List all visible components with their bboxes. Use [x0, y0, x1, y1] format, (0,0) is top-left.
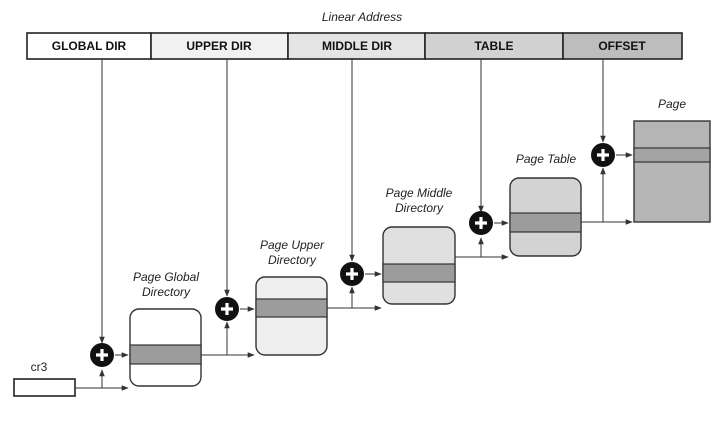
pmd-entry: [382, 263, 456, 283]
field-offset-box: [562, 32, 683, 60]
adders: [90, 143, 615, 367]
linear-address-bar: GLOBAL DIR UPPER DIR MIDDLE DIR TABLE OF…: [26, 32, 683, 60]
plus-circle-icon: [90, 343, 114, 367]
cr3-label: cr3: [31, 360, 48, 374]
pud-label-line1: Page Upper: [260, 238, 325, 252]
field-table-label: TABLE: [474, 39, 513, 53]
page-global-directory: [129, 308, 202, 387]
field-middle-dir-box: [287, 32, 426, 60]
plus-circle-icon: [340, 262, 364, 286]
pmd-label-line2: Directory: [395, 201, 444, 215]
field-arrows: [99, 59, 606, 344]
page-frame: [633, 120, 711, 223]
plus-circle-icon: [215, 297, 239, 321]
field-middle-dir-label: MIDDLE DIR: [322, 39, 392, 53]
cr3-register: [13, 378, 76, 397]
plus-circle-icon: [469, 211, 493, 235]
field-upper-dir-label: UPPER DIR: [186, 39, 252, 53]
pud-label-line2: Directory: [268, 253, 317, 267]
page-table: [509, 177, 582, 257]
chain-paths: [115, 152, 633, 358]
page-upper-directory: [255, 276, 328, 356]
pgd-entry: [129, 344, 202, 365]
pgd-label-line2: Directory: [142, 285, 191, 299]
diagram-title: Linear Address: [322, 10, 402, 24]
field-offset-label: OFFSET: [598, 39, 646, 53]
page-label: Page: [658, 97, 686, 111]
pgd-label-line1: Page Global: [133, 270, 199, 284]
page-middle-directory: [382, 226, 456, 305]
pt-label-line1: Page Table: [516, 152, 577, 166]
pmd-label-line1: Page Middle: [386, 186, 453, 200]
pud-entry: [255, 298, 328, 318]
page-entry: [633, 147, 711, 163]
field-global-dir-box: [26, 32, 152, 60]
cr3-paths: [75, 369, 129, 391]
plus-circle-icon: [591, 143, 615, 167]
field-global-dir-label: GLOBAL DIR: [52, 39, 127, 53]
field-upper-dir-box: [150, 32, 289, 60]
pt-entry: [509, 212, 582, 233]
